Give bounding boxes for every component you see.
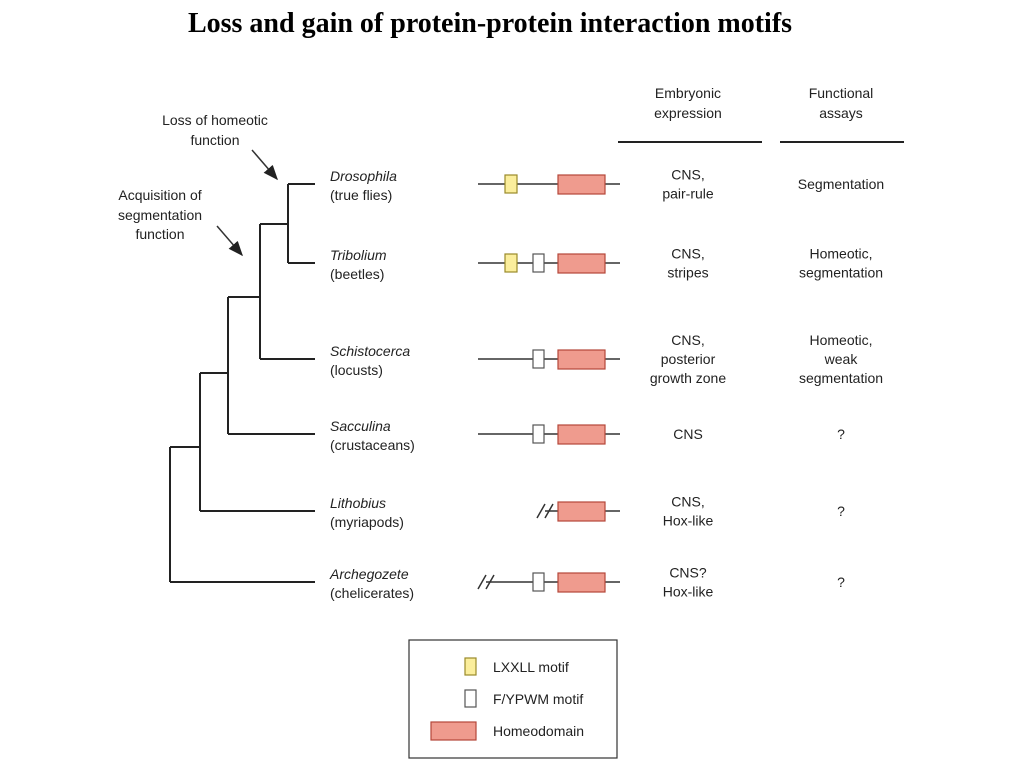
homeodomain bbox=[557, 424, 606, 445]
legend-label-lxxll: LXXLL motif bbox=[493, 659, 569, 675]
fypwm-motif bbox=[532, 349, 545, 369]
expression-text: stripes bbox=[667, 265, 708, 281]
legend: LXXLL motif F/YPWM motif Homeodomain bbox=[408, 639, 618, 759]
expression-text: CNS bbox=[673, 426, 703, 442]
page-title: Loss and gain of protein-protein interac… bbox=[187, 8, 793, 39]
fypwm-motif bbox=[532, 424, 545, 444]
assay-text: Homeotic, bbox=[809, 246, 872, 262]
assay-text: Segmentation bbox=[798, 176, 884, 192]
taxon-group: (true flies) bbox=[330, 187, 392, 203]
taxon-row: Drosophila (true flies) CNS, pair-rule Segme… bbox=[330, 167, 884, 204]
annotation-acquisition-line-1: Acquisition of bbox=[118, 187, 201, 203]
taxon-row: Sacculina (crustaceans) CNS? bbox=[330, 418, 845, 453]
arrow-icon bbox=[251, 149, 278, 181]
homeodomain bbox=[557, 349, 606, 370]
phylogenetic-tree bbox=[169, 183, 315, 583]
annotation-acquisition-line-3: function bbox=[135, 226, 184, 242]
header-functional-line-2: assays bbox=[819, 105, 863, 121]
header-embryonic-expression: Embryonic expression bbox=[618, 85, 762, 143]
homeodomain bbox=[557, 501, 606, 522]
assay-text: ? bbox=[837, 574, 845, 590]
assay-text: Homeotic, bbox=[809, 332, 872, 348]
assay-text: ? bbox=[837, 503, 845, 519]
expression-text: Hox-like bbox=[663, 584, 714, 600]
expression-text: CNS? bbox=[669, 565, 707, 581]
homeodomain bbox=[557, 174, 606, 195]
taxon-group: (chelicerates) bbox=[330, 585, 414, 601]
header-functional-assays: Functional assays bbox=[780, 85, 904, 143]
taxon-row: Tribolium (beetles) CNS, stripes Homeotic, se… bbox=[330, 246, 883, 283]
expression-text: CNS, bbox=[671, 332, 704, 348]
assay-text: segmentation bbox=[799, 265, 883, 281]
expression-text: CNS, bbox=[671, 167, 704, 183]
taxon-genus: Sacculina bbox=[330, 418, 391, 434]
taxon-group: (beetles) bbox=[330, 266, 384, 282]
taxon-genus: Drosophila bbox=[330, 168, 397, 184]
annotation-loss-line-2: function bbox=[190, 132, 239, 148]
annotation-loss: Loss of homeotic function bbox=[162, 112, 278, 181]
arrow-icon bbox=[216, 225, 243, 257]
annotation-acquisition: Acquisition of segmentation function bbox=[118, 187, 243, 257]
expression-text: CNS, bbox=[671, 494, 704, 510]
lxxll-motif bbox=[504, 174, 518, 194]
taxon-genus: Lithobius bbox=[330, 495, 386, 511]
assay-text: weak bbox=[824, 351, 859, 367]
taxon-genus: Schistocerca bbox=[330, 343, 410, 359]
taxon-row: Archegozete (chelicerates) CNS? Hox-like? bbox=[329, 565, 845, 602]
lxxll-motif-swatch bbox=[464, 657, 477, 676]
expression-text: pair-rule bbox=[662, 186, 714, 202]
fypwm-motif bbox=[532, 572, 545, 592]
homeodomain-swatch bbox=[430, 721, 477, 741]
expression-text: Hox-like bbox=[663, 513, 714, 529]
expression-text: CNS, bbox=[671, 246, 704, 262]
legend-label-homeodomain: Homeodomain bbox=[493, 723, 584, 739]
taxa-rows: Drosophila (true flies) CNS, pair-rule Segme… bbox=[329, 167, 884, 602]
fypwm-motif bbox=[532, 253, 545, 273]
taxon-row: Schistocerca (locusts) CNS, posterior growth… bbox=[330, 332, 883, 386]
taxon-row: Lithobius (myriapods) CNS, Hox-like? bbox=[330, 494, 845, 531]
legend-label-fypwm: F/YPWM motif bbox=[493, 691, 583, 707]
annotation-loss-line-1: Loss of homeotic bbox=[162, 112, 268, 128]
header-embryonic-line-2: expression bbox=[654, 105, 722, 121]
header-embryonic-line-1: Embryonic bbox=[655, 85, 721, 101]
taxon-group: (crustaceans) bbox=[330, 437, 415, 453]
assay-text: ? bbox=[837, 426, 845, 442]
expression-text: growth zone bbox=[650, 370, 726, 386]
annotation-acquisition-line-2: segmentation bbox=[118, 207, 202, 223]
homeodomain bbox=[557, 572, 606, 593]
lxxll-motif bbox=[504, 253, 518, 273]
assay-text: segmentation bbox=[799, 370, 883, 386]
taxon-group: (locusts) bbox=[330, 362, 383, 378]
expression-text: posterior bbox=[661, 351, 716, 367]
taxon-group: (myriapods) bbox=[330, 514, 404, 530]
taxon-genus: Tribolium bbox=[330, 247, 387, 263]
header-functional-line-1: Functional bbox=[809, 85, 874, 101]
homeodomain bbox=[557, 253, 606, 274]
fypwm-motif-swatch bbox=[464, 689, 477, 708]
taxon-genus: Archegozete bbox=[329, 566, 409, 582]
